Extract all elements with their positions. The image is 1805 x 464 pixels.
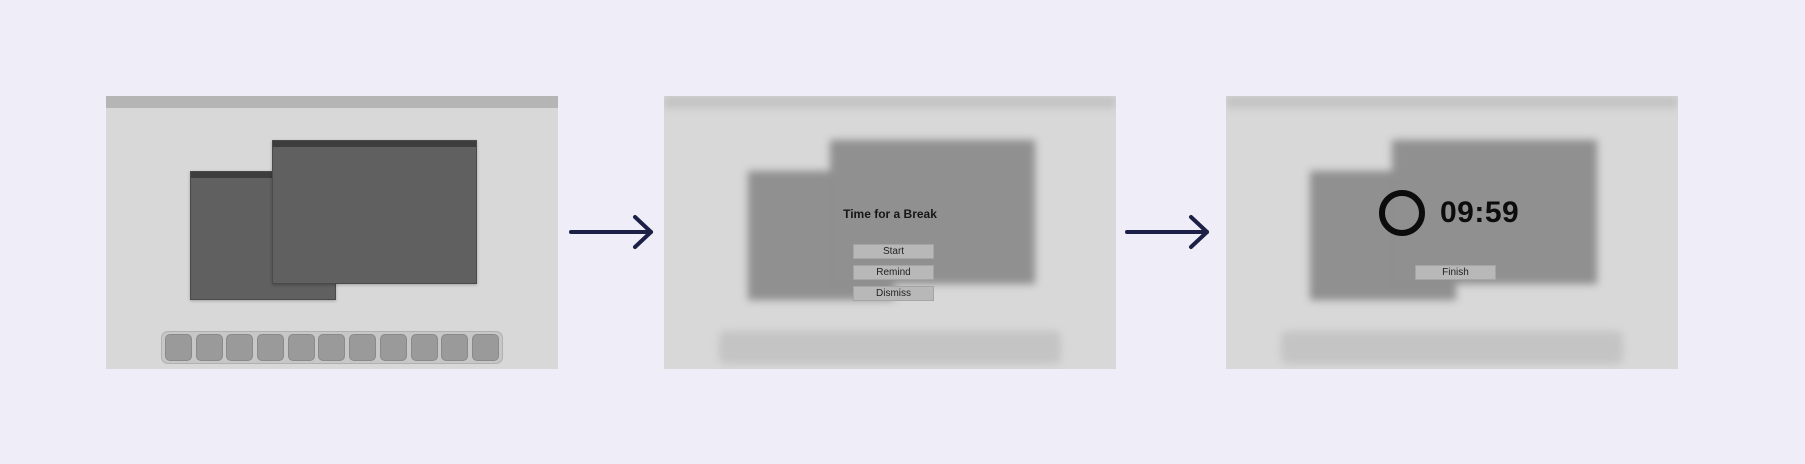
- dock-app-icon[interactable]: [379, 334, 407, 361]
- dock: [1281, 331, 1623, 364]
- window-titlebar[interactable]: [273, 141, 476, 147]
- dock-app-icon[interactable]: [165, 334, 192, 361]
- dock-app-icon[interactable]: [349, 334, 377, 361]
- menu-bar: [664, 96, 1116, 108]
- dock-app-icon[interactable]: [410, 334, 438, 361]
- dock-app-icon[interactable]: [471, 334, 499, 361]
- menu-bar: [106, 96, 558, 108]
- desktop-screen: [106, 96, 558, 369]
- remind-button[interactable]: Remind: [853, 265, 934, 280]
- dock-app-icon[interactable]: [287, 334, 315, 361]
- app-window-front: [830, 140, 1035, 284]
- timer-value: 09:59: [1440, 196, 1520, 229]
- window-titlebar[interactable]: [191, 172, 335, 178]
- blurred-desktop: [1226, 96, 1678, 369]
- ring-icon: [1379, 190, 1425, 236]
- dismiss-button[interactable]: Dismiss: [853, 286, 934, 301]
- arrow-right-icon: [1125, 215, 1209, 249]
- break-prompt-screen: Time for a Break Start Remind Dismiss: [664, 96, 1116, 369]
- dock-app-icon[interactable]: [257, 334, 285, 361]
- start-button[interactable]: Start: [853, 244, 934, 259]
- dock-app-icon[interactable]: [195, 334, 223, 361]
- menu-bar: [1226, 96, 1678, 108]
- break-title: Time for a Break: [843, 207, 937, 221]
- dock-app-icon[interactable]: [226, 334, 254, 361]
- app-window-front: [1392, 140, 1597, 284]
- dock-app-icon[interactable]: [318, 334, 346, 361]
- finish-button[interactable]: Finish: [1415, 265, 1496, 280]
- dock: [719, 331, 1061, 364]
- app-window-front[interactable]: [272, 140, 477, 284]
- dock: [161, 331, 503, 364]
- timer-screen: 09:59 Finish: [1226, 96, 1678, 369]
- dock-app-icon[interactable]: [441, 334, 469, 361]
- arrow-right-icon: [569, 215, 653, 249]
- blurred-desktop: [664, 96, 1116, 369]
